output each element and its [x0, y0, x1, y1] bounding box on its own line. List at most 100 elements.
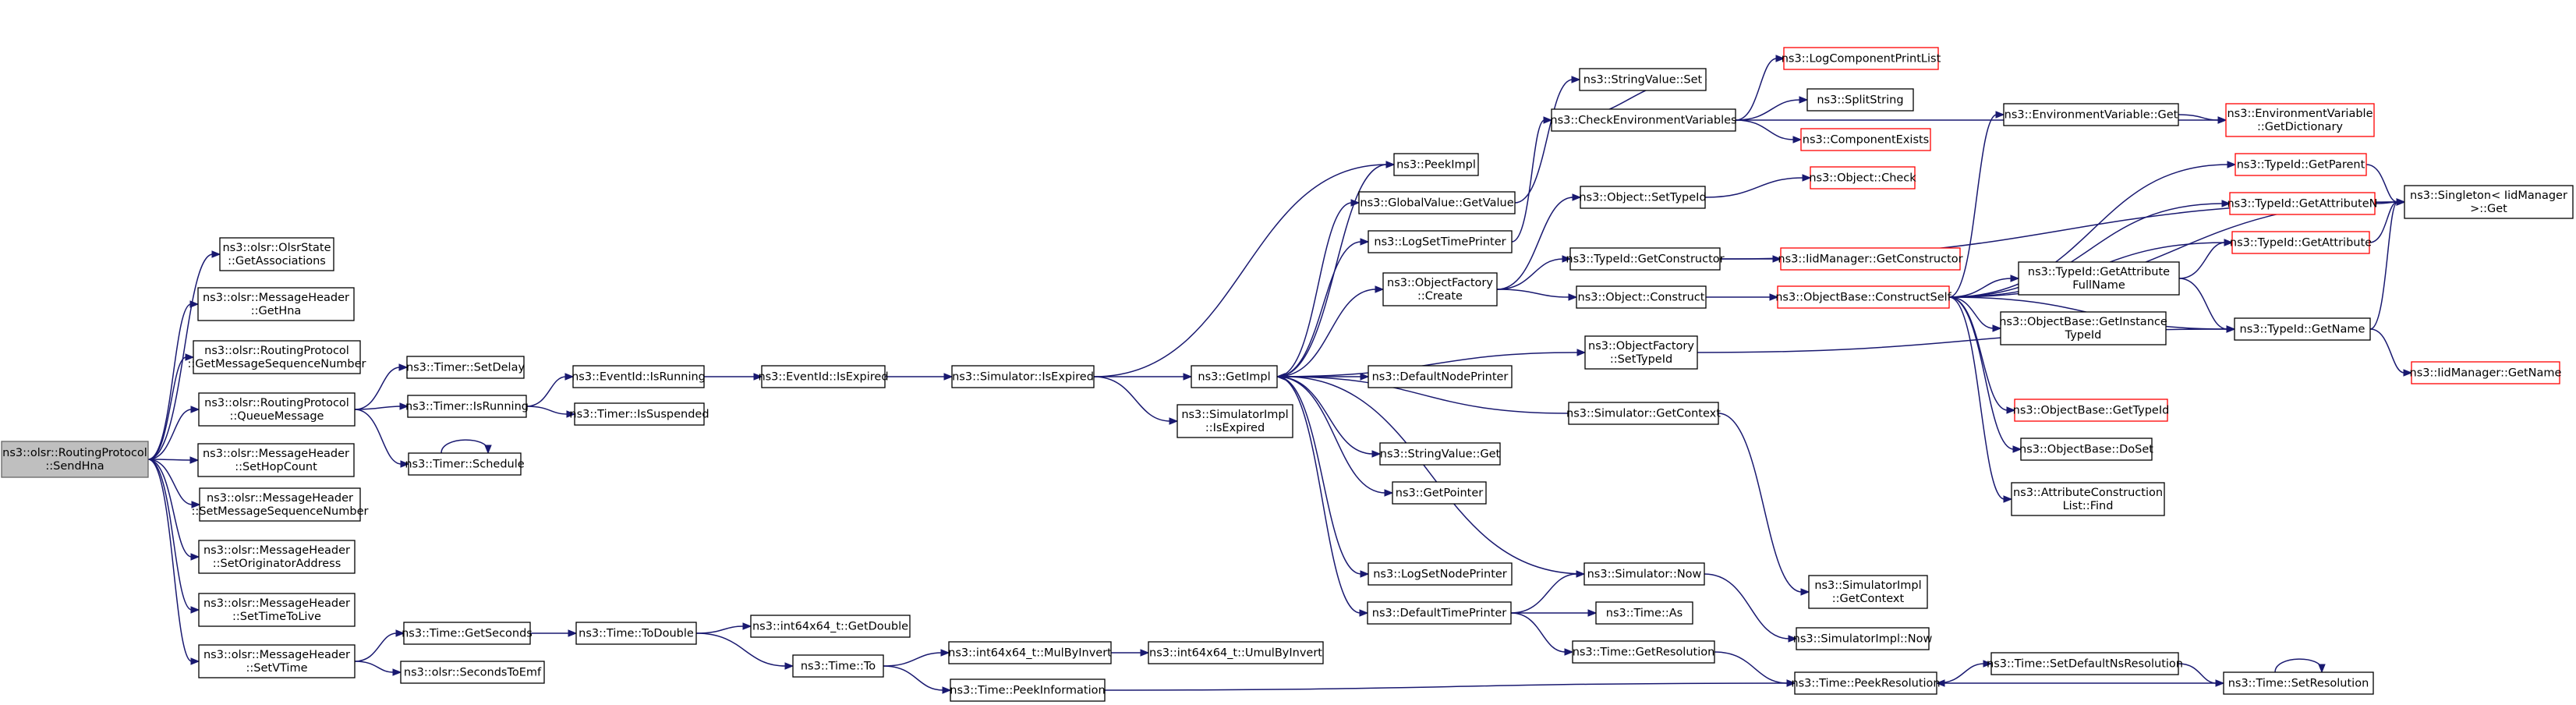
- node-object-set-type-id[interactable]: ns3::Object::SetTypeId: [1579, 186, 1707, 209]
- node-set-default-ns-resolution[interactable]: ns3::Time::SetDefaultNsResolution: [1987, 652, 2183, 675]
- node-label: ns3::IidManager::GetName: [2410, 367, 2562, 380]
- node-label: ns3::Time::As: [1606, 608, 1683, 620]
- node-type-id-get-parent[interactable]: ns3::TypeId::GetParent: [2235, 153, 2367, 176]
- node-object-factory-create[interactable]: ns3::ObjectFactory::Create: [1382, 272, 1498, 306]
- node-label: ns3::TypeId::GetAttribute: [2028, 266, 2170, 278]
- edge-object-base-construct-self-to-object-base-do-set: [1948, 296, 2022, 453]
- node-event-id-is-expired[interactable]: ns3::EventId::IsExpired: [758, 365, 889, 388]
- node-queue-message[interactable]: ns3::olsr::RoutingProtocol::QueueMessage: [198, 392, 356, 427]
- node-singleton-get[interactable]: ns3::Singleton< IidManager >::Get: [2404, 185, 2574, 219]
- node-type-id-get-name[interactable]: ns3::TypeId::GetName: [2234, 317, 2371, 341]
- node-simulator-is-expired[interactable]: ns3::Simulator::IsExpired: [951, 365, 1095, 388]
- node-set-hop-count[interactable]: ns3::olsr::MessageHeader::SetHopCount: [197, 443, 355, 477]
- node-log-set-node-printer[interactable]: ns3::LogSetNodePrinter: [1368, 562, 1513, 586]
- node-object-construct[interactable]: ns3::Object::Construct: [1576, 285, 1707, 309]
- node-env-var-get[interactable]: ns3::EnvironmentVariable::Get: [2003, 103, 2179, 126]
- node-default-node-printer[interactable]: ns3::DefaultNodePrinter: [1368, 365, 1513, 388]
- node-set-resolution[interactable]: ns3::Time::SetResolution: [2223, 671, 2374, 695]
- node-object-base-construct-self[interactable]: ns3::ObjectBase::ConstructSelf: [1775, 285, 1952, 309]
- node-box: [1777, 285, 1950, 309]
- node-env-var-get-dictionary[interactable]: ns3::EnvironmentVariable::GetDictionary: [2225, 103, 2375, 137]
- node-label: ::GetAssociations: [228, 255, 326, 267]
- node-box: [1783, 47, 1939, 70]
- node-log-component-print-list[interactable]: ns3::LogComponentPrintList: [1782, 47, 1941, 70]
- node-get-hna[interactable]: ns3::olsr::MessageHeader::GetHna: [197, 287, 355, 321]
- node-type-id-get-constructor[interactable]: ns3::TypeId::GetConstructor: [1566, 247, 1725, 271]
- node-peek-impl[interactable]: ns3::PeekImpl: [1393, 153, 1479, 176]
- node-simulator-get-context[interactable]: ns3::Simulator::GetContext: [1566, 402, 1721, 425]
- edge-object-factory-create-to-object-construct: [1496, 289, 1578, 301]
- node-type-id-get-attribute-n[interactable]: ns3::TypeId::GetAttributeN: [2227, 192, 2378, 215]
- node-box: [950, 678, 1106, 702]
- node-set-time-to-live[interactable]: ns3::olsr::MessageHeader::SetTimeToLive: [198, 593, 356, 627]
- node-simulator-now[interactable]: ns3::Simulator::Now: [1583, 562, 1705, 586]
- node-int64-get-double[interactable]: ns3::int64x64_t::GetDouble: [750, 615, 911, 638]
- arrowhead: [2003, 495, 2013, 503]
- node-iid-manager-get-name[interactable]: ns3::IidManager::GetName: [2410, 361, 2562, 384]
- node-get-associations[interactable]: ns3::olsr::OlsrState::GetAssociations: [219, 237, 334, 271]
- node-split-string[interactable]: ns3::SplitString: [1806, 88, 1914, 112]
- node-time-get-resolution[interactable]: ns3::Time::GetResolution: [1572, 640, 1715, 664]
- node-log-set-time-printer[interactable]: ns3::LogSetTimePrinter: [1368, 230, 1513, 253]
- node-object-factory-set-type-id[interactable]: ns3::ObjectFactory::SetTypeId: [1584, 335, 1698, 370]
- node-default-time-printer[interactable]: ns3::DefaultTimePrinter: [1367, 601, 1512, 625]
- node-mul-by-invert[interactable]: ns3::int64x64_t::MulByInvert: [948, 641, 1112, 664]
- node-get-message-sequence-number[interactable]: ns3::olsr::RoutingProtocol::GetMessageSe…: [188, 340, 366, 374]
- node-timer-is-running[interactable]: ns3::Timer::IsRunning: [405, 395, 529, 418]
- node-object-check[interactable]: ns3::Object::Check: [1809, 166, 1916, 190]
- node-label: ns3::Object::Construct: [1578, 292, 1705, 304]
- arrowhead: [1371, 450, 1382, 458]
- node-check-environment-variables[interactable]: ns3::CheckEnvironmentVariables: [1550, 108, 1737, 132]
- edge-time-get-resolution-to-peek-resolution: [1714, 651, 1796, 687]
- node-box: [1551, 108, 1736, 132]
- node-type-id-get-attribute[interactable]: ns3::TypeId::GetAttribute: [2230, 231, 2372, 254]
- node-label: ns3::EventId::IsRunning: [571, 371, 706, 384]
- node-time-as[interactable]: ns3::Time::As: [1595, 601, 1693, 625]
- node-box: [198, 540, 356, 574]
- edge-get-impl-to-log-set-node-printer: [1276, 376, 1370, 578]
- node-peek-resolution[interactable]: ns3::Time::PeekResolution: [1791, 671, 1941, 695]
- node-get-pointer[interactable]: ns3::GetPointer: [1392, 481, 1487, 505]
- node-label: ns3::ComponentExists: [1803, 134, 1930, 147]
- node-global-value-get-value[interactable]: ns3::GlobalValue::GetValue: [1358, 191, 1516, 214]
- node-set-originator-address[interactable]: ns3::olsr::MessageHeader::SetOriginatorA…: [198, 540, 356, 574]
- node-send-hna: ns3::olsr::RoutingProtocol::SendHna: [1, 441, 149, 478]
- arrowhead: [190, 606, 200, 614]
- node-timer-set-delay[interactable]: ns3::Timer::SetDelay: [406, 356, 525, 379]
- node-object-base-get-type-id[interactable]: ns3::ObjectBase::GetTypeId: [2013, 399, 2170, 422]
- node-label: ns3::olsr::OlsrState: [222, 242, 331, 254]
- node-seconds-to-emf[interactable]: ns3::olsr::SecondsToEmf: [400, 661, 545, 684]
- node-iid-manager-get-constructor[interactable]: ns3::IidManager::GetConstructor: [1778, 247, 1963, 271]
- node-event-id-is-running[interactable]: ns3::EventId::IsRunning: [571, 365, 706, 388]
- node-simulator-impl-get-context[interactable]: ns3::SimulatorImpl::GetContext: [1808, 575, 1928, 609]
- node-time-to-double[interactable]: ns3::Time::ToDouble: [575, 622, 697, 645]
- node-umul-by-invert[interactable]: ns3::int64x64_t::UmulByInvert: [1148, 641, 1324, 664]
- node-component-exists[interactable]: ns3::ComponentExists: [1800, 128, 1931, 151]
- node-simulator-impl-now[interactable]: ns3::SimulatorImpl::Now: [1793, 627, 1933, 650]
- node-set-message-sequence-number[interactable]: ns3::olsr::MessageHeader::SetMessageSequ…: [192, 487, 369, 522]
- node-time-get-seconds[interactable]: ns3::Time::GetSeconds: [402, 622, 533, 645]
- arrowhead: [1360, 373, 1370, 381]
- node-box: [1584, 335, 1698, 370]
- arrowhead: [1576, 349, 1587, 356]
- node-peek-information[interactable]: ns3::Time::PeekInformation: [950, 678, 1106, 702]
- node-set-v-time[interactable]: ns3::olsr::MessageHeader::SetVTime: [198, 644, 356, 678]
- node-string-value-get[interactable]: ns3::StringValue::Get: [1379, 442, 1501, 466]
- node-timer-is-suspended[interactable]: ns3::Timer::IsSuspended: [569, 402, 709, 426]
- node-box: [198, 392, 356, 427]
- node-get-impl[interactable]: ns3::GetImpl: [1191, 365, 1278, 388]
- node-label: ns3::DefaultTimePrinter: [1372, 608, 1506, 620]
- node-object-base-do-set[interactable]: ns3::ObjectBase::DoSet: [2019, 438, 2153, 461]
- node-simulator-impl-is-expired[interactable]: ns3::SimulatorImpl::IsExpired: [1177, 404, 1293, 438]
- node-box: [1796, 627, 1930, 650]
- node-time-to[interactable]: ns3::Time::To: [792, 654, 884, 678]
- node-box: [1368, 562, 1513, 586]
- node-box: [199, 487, 361, 522]
- node-label: ns3::EnvironmentVariable::Get: [2005, 109, 2178, 122]
- node-label: ns3::GlobalValue::GetValue: [1360, 197, 1513, 210]
- node-timer-schedule[interactable]: ns3::Timer::Schedule: [405, 452, 525, 476]
- node-string-value-set[interactable]: ns3::StringValue::Set: [1579, 68, 1707, 91]
